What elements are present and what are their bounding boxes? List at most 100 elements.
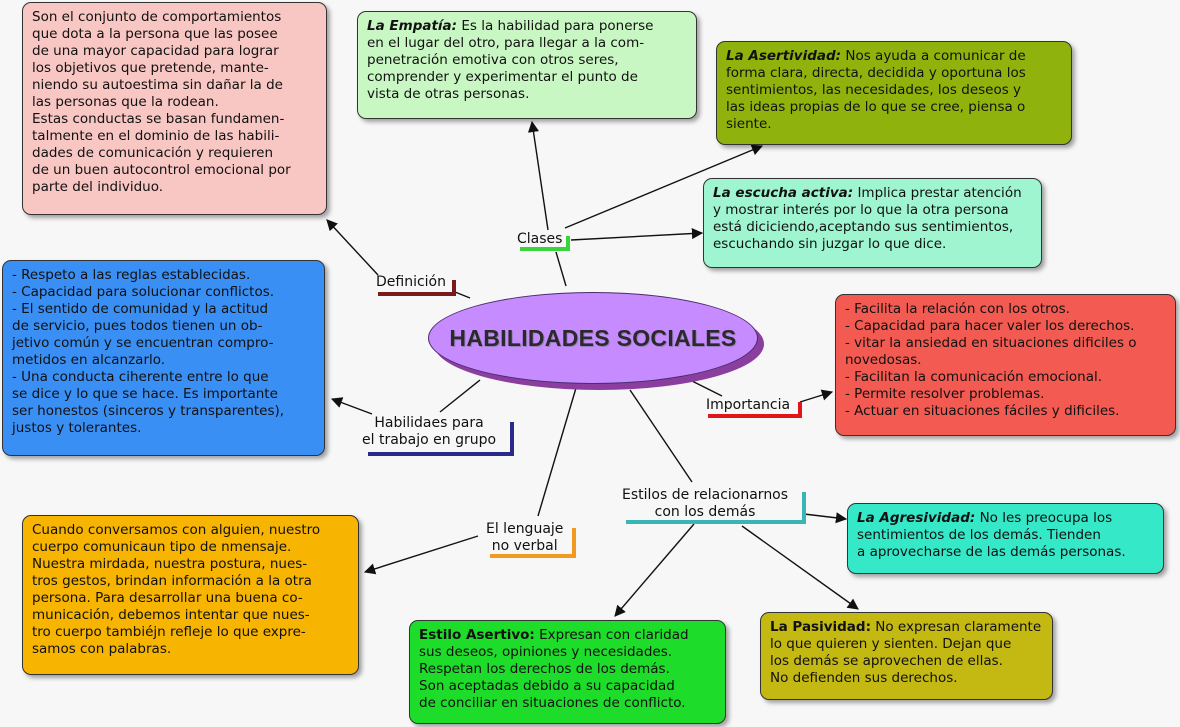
arrow-asertivo <box>614 523 695 617</box>
definicion-line: de una mayor capacidad para lograr <box>32 43 279 59</box>
underline-estilos <box>626 492 806 524</box>
asertividad-first-line: La Asertividad: Nos ayuda a comunicar de <box>726 48 1062 65</box>
label-lenguaje-line-2: no verbal <box>491 538 558 554</box>
pasividad-line: No defienden sus derechos. <box>770 670 958 686</box>
agresividad-first-text: No les preocupa los <box>979 510 1113 526</box>
importancia-line: - Actuar en situaciones fáciles y difici… <box>845 403 1120 419</box>
agresividad-first-line: La Agresividad: No les preocupa los <box>857 510 1154 527</box>
pasividad-line: los demás se aprovechen de ellas. <box>770 653 1003 669</box>
escucha-line: y mostrar interés por lo que la otra per… <box>713 202 1009 218</box>
importancia-line: - Facilitan la comunicación emocional. <box>845 369 1103 385</box>
empatia-line: en el lugar del otro, para llegar a la c… <box>367 35 645 51</box>
asertividad-line: forma clara, directa, decidida y oportun… <box>726 65 1026 81</box>
grupo-line: se dice y lo que se hace. Es importante <box>12 386 278 402</box>
label-importancia-text: Importancia <box>706 397 791 413</box>
link-center-grupo <box>439 379 481 413</box>
importancia-line: - Facilita la relación con los otros. <box>845 301 1070 317</box>
box-empatia: La Empatía: Es la habilidad para ponerse… <box>357 11 697 119</box>
lenguaje-line: municación, debemos intentar que nues- <box>32 607 310 623</box>
lenguaje-line: cuerpo comunicaun tipo de nmensaje. <box>32 539 292 555</box>
grupo-line: justos y tolerantes. <box>12 420 142 436</box>
label-estilos: Estilos de relacionarnos con los demás <box>622 487 788 521</box>
label-estilos-line-2: con los demás <box>654 504 756 520</box>
label-lenguaje: El lenguaje no verbal <box>486 521 563 555</box>
escucha-line: está diciciendo,aceptando sus sentimient… <box>713 219 1014 235</box>
asertivo-line: sus deseos, opiniones y necesidades. <box>419 644 673 660</box>
underline-importancia <box>708 402 802 418</box>
empatia-line: vista de otras personas. <box>367 86 530 102</box>
asertivo-title: Estilo Asertivo: <box>419 627 535 643</box>
escucha-line: escuchando sin juzgar lo que dice. <box>713 236 947 252</box>
empatia-line: penetración emotiva con otros seres, <box>367 52 619 68</box>
label-lenguaje-line-1: El lenguaje <box>486 521 564 537</box>
importancia-line: - Capacidad para hacer valer los derecho… <box>845 318 1135 334</box>
arrow-definicion <box>326 219 379 276</box>
importancia-line: - vitar la ansiedad en situaciones dific… <box>845 335 1137 351</box>
definicion-line: Estas conductas se basan fundamen- <box>32 111 285 127</box>
link-center-importancia <box>685 377 723 397</box>
asertivo-line: Respetan los derechos de los demás. <box>419 661 670 677</box>
agresividad-title: La Agresividad: <box>857 510 976 526</box>
label-definicion: Definición <box>376 274 446 291</box>
definicion-line: que dota a la persona que las posee <box>32 26 278 42</box>
grupo-line: - El sentido de comunidad y la actitud <box>12 301 269 317</box>
importancia-line: - Permite resolver problemas. <box>845 386 1045 402</box>
definicion-line: los objetivos que pretende, mante- <box>32 60 269 76</box>
asertividad-line: siente. <box>726 116 772 132</box>
grupo-line: metidos en alcanzarlo. <box>12 352 166 368</box>
label-grupo-line-1: Habilidaes para <box>374 415 484 431</box>
label-grupo-line-2: el trabajo en grupo <box>362 432 497 448</box>
box-importancia: - Facilita la relación con los otros.- C… <box>835 294 1176 436</box>
arrow-asertividad <box>564 144 764 229</box>
arrow-empatia <box>527 120 549 231</box>
arrow-agresividad <box>803 512 848 524</box>
label-definicion-text: Definición <box>376 274 446 290</box>
importancia-line: novedosas. <box>845 352 922 368</box>
underline-grupo <box>368 422 514 456</box>
lenguaje-line: Nuestra mirdada, nuestra postura, nues- <box>32 556 308 572</box>
label-clases: Clases <box>517 231 562 248</box>
lenguaje-line: Cuando conversamos con alguien, nuestro <box>32 522 321 538</box>
asertivo-line: Son aceptadas debido a su capacidad <box>419 678 675 694</box>
asertividad-first-text: Nos ayuda a comunicar de <box>845 48 1026 64</box>
asertividad-title: La Asertividad: <box>726 48 842 64</box>
grupo-line: - Una conducta ciherente entre lo que <box>12 369 269 385</box>
empatia-first-text: Es la habilidad para ponerse <box>461 18 654 34</box>
asertividad-line: las ideas propias de lo que se cree, pie… <box>726 99 1026 115</box>
label-estilos-line-1: Estilos de relacionarnos <box>622 487 789 503</box>
arrow-pasividad <box>741 525 859 610</box>
box-grupo: - Respeto a las reglas establecidas.- Ca… <box>2 260 325 456</box>
lenguaje-line: tro cuerpo tambiéjn refleje lo que expre… <box>32 624 306 640</box>
empatia-first-line: La Empatía: Es la habilidad para ponerse <box>367 18 687 35</box>
asertivo-first-text: Expresan con claridad <box>539 627 689 643</box>
definicion-line: dades de comunicación y requieren <box>32 145 274 161</box>
box-asertividad: La Asertividad: Nos ayuda a comunicar de… <box>716 41 1072 145</box>
agresividad-line: a aprovecharse de las demás personas. <box>857 544 1126 560</box>
lenguaje-line: samos con palabras. <box>32 641 172 657</box>
link-center-definicion <box>454 291 471 299</box>
escucha-first-text: Implica prestar atención <box>857 185 1022 201</box>
lenguaje-line: persona. Para desarrollar una buena co- <box>32 590 303 606</box>
definicion-line: de un buen autocontrol emocional por <box>32 162 291 178</box>
arrow-lenguaje <box>363 535 479 575</box>
grupo-line: - Respeto a las reglas establecidas. <box>12 267 251 283</box>
arrow-escucha <box>570 227 704 241</box>
agresividad-line: sentimientos de los demás. Tienden <box>857 527 1101 543</box>
central-title: HABILIDADES SOCIALES <box>449 324 737 351</box>
grupo-line: de servicio, pues todos tienen un ob- <box>12 318 263 334</box>
label-clases-text: Clases <box>517 231 563 247</box>
arrow-importancia <box>799 389 834 403</box>
label-grupo: Habilidaes para el trabajo en grupo <box>362 415 496 449</box>
lenguaje-line: tros gestos, brindan información a la ot… <box>32 573 312 589</box>
definicion-line: niendo su autoestima sin dañar la de <box>32 77 283 93</box>
underline-lenguaje <box>490 528 576 558</box>
pasividad-first-text: No expresan claramente <box>875 619 1042 635</box>
underline-definicion <box>378 280 456 296</box>
link-center-lenguaje <box>537 387 577 517</box>
arrow-grupo <box>330 397 373 415</box>
asertivo-first-line: Estilo Asertivo: Expresan con claridad <box>419 627 716 644</box>
